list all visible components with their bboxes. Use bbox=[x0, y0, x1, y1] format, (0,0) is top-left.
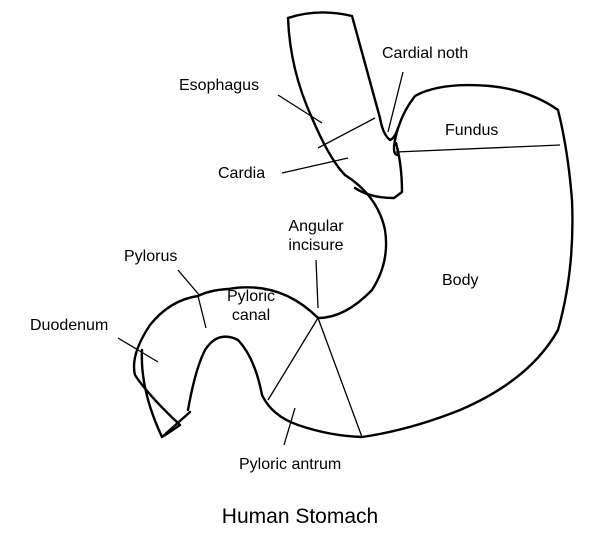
label-angular-incisure-line1: Angular bbox=[288, 218, 344, 235]
cardia-leader bbox=[281, 157, 349, 174]
esophagus-leader bbox=[277, 94, 323, 124]
label-pyloric-canal-line2: canal bbox=[231, 307, 271, 324]
duodenum-inner bbox=[186, 83, 574, 439]
label-esophagus: Esophagus bbox=[179, 77, 260, 94]
label-pyloric-antrum: Pyloric antrum bbox=[239, 456, 342, 473]
pylorus-divider bbox=[197, 295, 207, 329]
duodenum-leader bbox=[117, 337, 159, 363]
antrum-body-divider bbox=[317, 317, 363, 438]
cardiac-notch bbox=[378, 116, 400, 142]
label-cardia: Cardia bbox=[218, 165, 266, 182]
esophagus-cardia-divider bbox=[317, 117, 376, 149]
pylorus-leader bbox=[177, 269, 201, 297]
label-body: Body bbox=[442, 272, 479, 289]
esophagus-tube bbox=[286, 11, 382, 120]
angular-incisure-leader bbox=[315, 259, 319, 309]
label-pyloric-canal-line1: Pyloric bbox=[226, 288, 275, 305]
pyloric-antrum-leader bbox=[283, 407, 296, 446]
fundus-body-divider bbox=[395, 144, 561, 153]
label-duodenum: Duodenum bbox=[30, 317, 109, 334]
cardial-noth-leader bbox=[387, 71, 404, 133]
cardia-flap bbox=[353, 141, 404, 200]
label-cardial-noth: Cardial noth bbox=[382, 45, 469, 62]
diagram-caption: Human Stomach bbox=[221, 505, 379, 528]
duodenum-end bbox=[160, 410, 192, 439]
esophagus-left-wall bbox=[286, 16, 347, 177]
label-pylorus: Pylorus bbox=[124, 248, 178, 265]
label-angular-incisure-line2: incisure bbox=[288, 237, 344, 254]
antrum-canal-divider bbox=[267, 317, 319, 401]
label-fundus: Fundus bbox=[445, 122, 499, 139]
